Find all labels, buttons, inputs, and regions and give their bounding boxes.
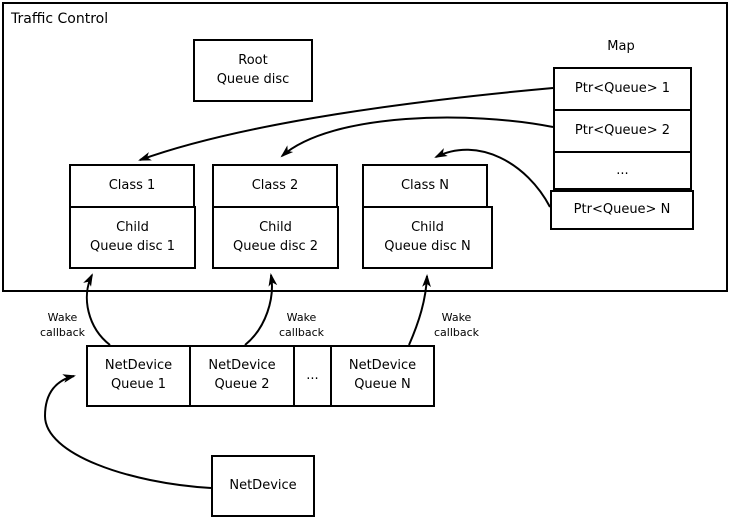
netdevice-queue-2-cell: NetDevice Queue 2 <box>189 347 293 405</box>
netdevice-queue-ellipsis-cell: ... <box>293 347 330 405</box>
wake-callback-1-line2: callback <box>39 326 86 339</box>
netdevice-queue-n-line1: NetDevice <box>348 358 417 374</box>
child-queue-disc-n-line2: Queue disc N <box>384 238 471 254</box>
child-queue-disc-1-line2: Queue disc 1 <box>89 238 176 254</box>
child-queue-disc-2-line2: Queue disc 2 <box>232 238 319 254</box>
wake-callback-2-line2: callback <box>278 326 325 339</box>
wake-callback-label-3: Wake callback <box>419 310 494 340</box>
map-row-ptr-queue-n: Ptr<Queue> N <box>550 190 694 230</box>
class-1-label: Class 1 <box>108 177 156 193</box>
map-title: Map <box>607 39 635 54</box>
netdevice-queue-2-line2: Queue 2 <box>214 377 270 392</box>
netdevice-queue-1-cell: NetDevice Queue 1 <box>88 347 189 405</box>
child-queue-disc-1-line1: Child <box>116 219 149 235</box>
netdevice-queue-2-line1: NetDevice <box>208 358 276 374</box>
netdevice-queue-n-line2: Queue N <box>354 377 411 392</box>
child-queue-disc-1-box: Child Queue disc 1 <box>69 206 196 269</box>
netdevice-box: NetDevice <box>211 455 315 517</box>
class-1-box: Class 1 <box>69 164 195 208</box>
wake-callback-3-line2: callback <box>433 326 480 339</box>
wake-callback-label-1: Wake callback <box>25 310 100 340</box>
map-row-ptr-queue-1: Ptr<Queue> 1 <box>555 69 690 111</box>
class-2-label: Class 2 <box>251 177 299 193</box>
child-queue-disc-2-box: Child Queue disc 2 <box>212 206 339 269</box>
netdevice-label: NetDevice <box>229 477 297 493</box>
netdevice-queue-1-line1: NetDevice <box>104 358 173 374</box>
child-queue-disc-n-line1: Child <box>411 219 444 235</box>
class-n-box: Class N <box>362 164 488 208</box>
root-queue-disc-line1: Root <box>238 52 268 68</box>
traffic-control-container <box>2 2 728 292</box>
wake-callback-2-line1: Wake <box>286 311 317 324</box>
class-2-box: Class 2 <box>212 164 338 208</box>
child-queue-disc-2-line1: Child <box>259 219 292 235</box>
wake-callback-1-line1: Wake <box>47 311 78 324</box>
netdevice-queue-ellipsis: ... <box>306 367 319 383</box>
wake-callback-3-line1: Wake <box>441 311 472 324</box>
map-row-ptr-queue-2: Ptr<Queue> 2 <box>555 111 690 154</box>
wake-callback-label-2: Wake callback <box>264 310 339 340</box>
root-queue-disc-line2: Queue disc <box>216 71 290 87</box>
root-queue-disc-box: Root Queue disc <box>193 39 313 102</box>
child-queue-disc-n-box: Child Queue disc N <box>362 206 493 269</box>
class-n-label: Class N <box>400 177 450 193</box>
traffic-control-title: Traffic Control <box>11 11 109 27</box>
netdevice-queue-1-line2: Queue 1 <box>110 377 167 392</box>
netdevice-queue-n-cell: NetDevice Queue N <box>330 347 433 405</box>
map-row-ellipsis: ... <box>616 163 629 179</box>
map-table: Ptr<Queue> 1 Ptr<Queue> 2 ... <box>553 67 692 190</box>
map-row-ptr-queue-n-label: Ptr<Queue> N <box>573 201 671 217</box>
netdevice-queue-row: NetDevice Queue 1 NetDevice Queue 2 ... … <box>86 345 435 407</box>
